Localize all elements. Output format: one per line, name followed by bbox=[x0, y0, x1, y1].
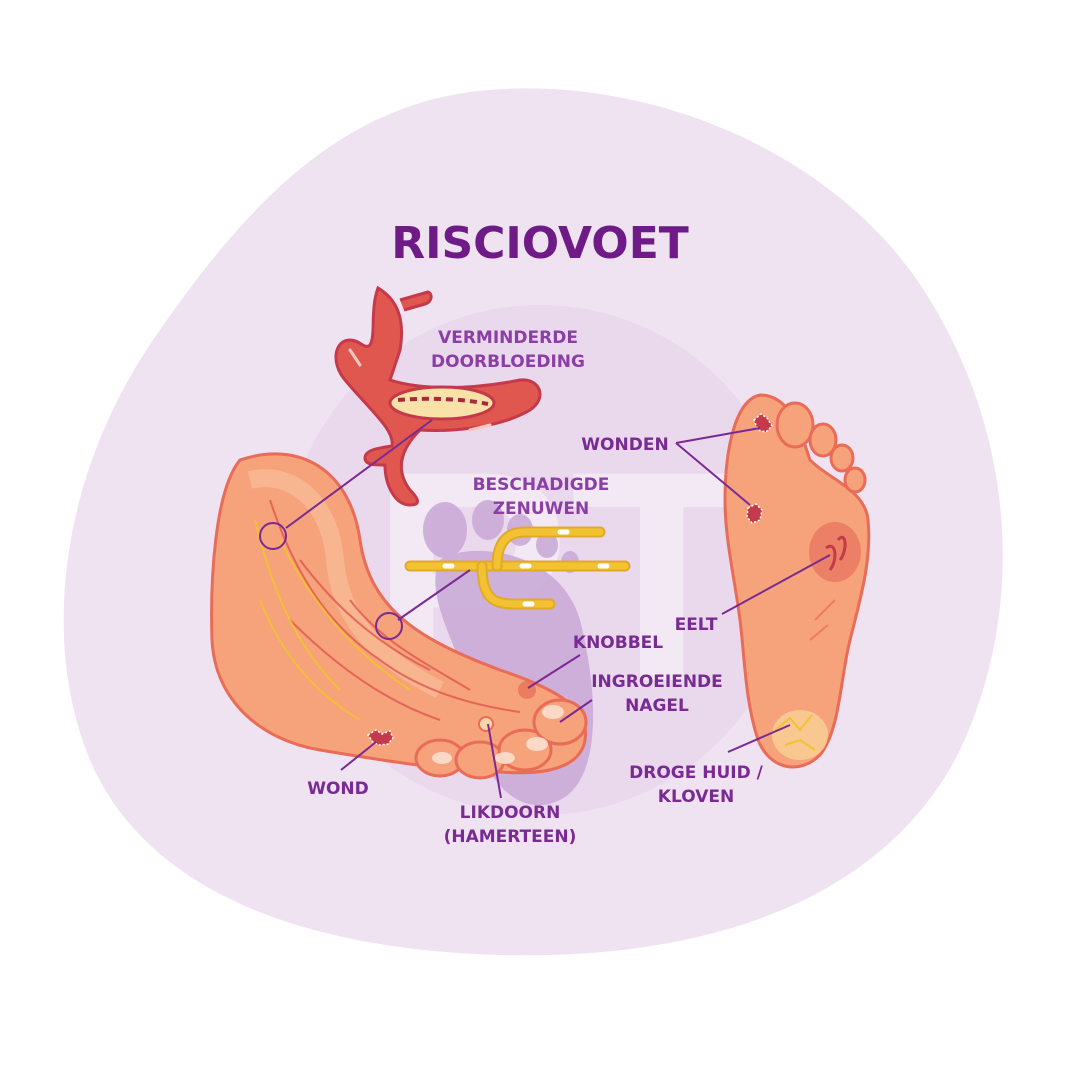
blood-vessel bbox=[334, 285, 542, 507]
label-wond: WOND bbox=[307, 779, 369, 799]
sole-foot bbox=[723, 393, 871, 769]
label-wonden: WONDEN bbox=[581, 435, 669, 455]
side-foot bbox=[210, 452, 588, 780]
label-eelt: EELT bbox=[674, 615, 718, 635]
label-ingroeiende-nagel: INGROEIENDE NAGEL bbox=[591, 672, 723, 716]
page-title: RISCIOVOET bbox=[391, 218, 689, 269]
label-likdoorn: LIKDOORN (HAMERTEEN) bbox=[443, 803, 577, 847]
label-droge-huid: DROGE HUID / KLOVEN bbox=[629, 763, 763, 807]
leader-lines bbox=[259, 419, 831, 799]
label-knobbel: KNOBBEL bbox=[572, 633, 664, 653]
label-verminderde-doorbloeding: VERMINDERDE DOORBLOEDING bbox=[431, 328, 585, 372]
nerve-illustration bbox=[404, 526, 631, 610]
label-beschadigde-zenuwen: BESCHADIGDE ZENUWEN bbox=[472, 475, 610, 519]
